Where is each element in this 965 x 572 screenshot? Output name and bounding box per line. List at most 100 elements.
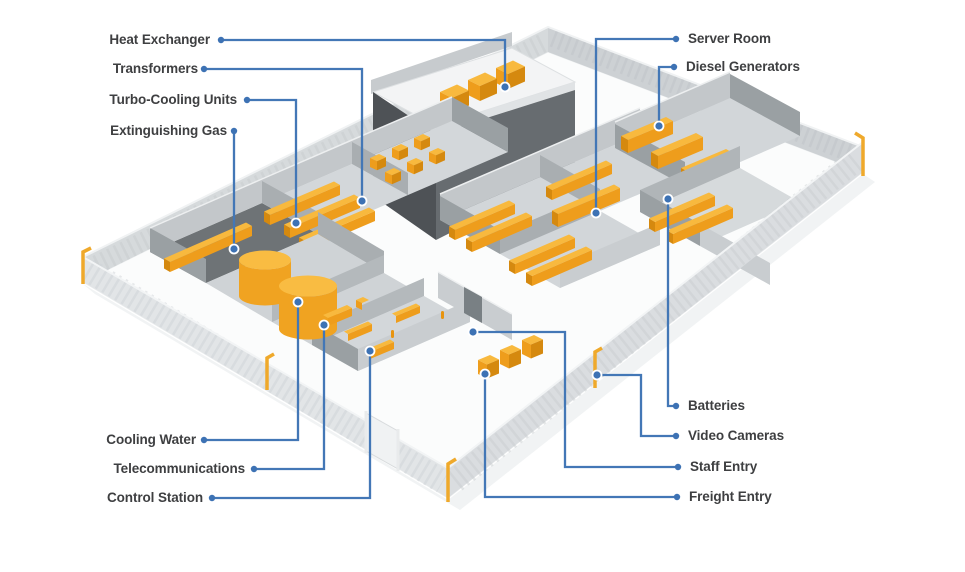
dot-freight-entry <box>479 368 491 380</box>
staff-entry-wall-top <box>437 271 513 315</box>
dot-batteries <box>662 193 674 205</box>
leader-diesel-generators <box>657 65 674 123</box>
callout-batteries: Batteries <box>688 398 745 413</box>
cooling-water-east-wall <box>318 212 384 273</box>
freight-entry-crates <box>478 335 543 379</box>
transformer-units <box>370 134 445 185</box>
server-room-wall-top <box>439 107 641 195</box>
dot-diesel-generators <box>653 120 665 132</box>
ground-shadow-right <box>448 174 875 510</box>
leader-control-station <box>212 354 372 500</box>
leader-video-cameras <box>600 373 676 438</box>
desk-fronts <box>348 306 420 359</box>
telecom-box-top <box>356 297 369 303</box>
dot-heat-exchanger <box>499 81 511 93</box>
dot-transformers <box>356 195 368 207</box>
left-wing-back-walls <box>150 97 452 252</box>
heat-exchanger-fronts <box>440 68 508 113</box>
leader-transformers <box>204 67 364 198</box>
callout-transformers: Transformers <box>112 61 198 76</box>
rack-fronts <box>455 164 620 286</box>
dot-telecommunications <box>318 319 330 331</box>
leader-cooling-water <box>204 305 300 442</box>
desk-tops <box>344 303 420 352</box>
entry-area <box>437 271 543 379</box>
camera-post-front-left <box>265 352 275 390</box>
control-station-desks <box>344 303 444 359</box>
dot-control-station <box>364 345 376 357</box>
leader-telecommunications <box>254 328 326 471</box>
callout-dots <box>200 35 682 502</box>
security-camera-posts <box>81 131 865 502</box>
label-dot-server-room <box>672 35 680 43</box>
person-figure-2 <box>441 311 444 319</box>
camera-post-east-corner <box>854 131 865 176</box>
label-dot-batteries <box>672 402 680 410</box>
crate-sides <box>487 339 543 379</box>
leader-freight-entry <box>483 377 677 499</box>
label-dot-diesel-generators <box>670 63 678 71</box>
battery-tops <box>649 192 733 234</box>
dot-cooling-water <box>292 296 304 308</box>
control-back-wall <box>312 278 424 345</box>
leader-heat-exchanger <box>221 38 507 84</box>
telecom-rack-top <box>323 305 352 318</box>
leader-lines <box>204 37 678 500</box>
battery-fronts <box>655 196 733 244</box>
camera-post-south-corner <box>446 457 457 502</box>
heat-exchanger-units <box>440 60 525 113</box>
diesel-generators-room <box>614 71 800 186</box>
dot-extinguishing-gas <box>228 243 240 255</box>
fence-back-right-slats <box>549 29 862 165</box>
callout-video-cameras: Video Cameras <box>688 428 785 443</box>
callout-heat-exchanger: Heat Exchanger <box>109 32 210 47</box>
dot-turbo-cooling <box>290 217 302 229</box>
generator-tops <box>621 117 733 172</box>
extinguishing-gas-duct <box>164 222 252 272</box>
telecom-rack-front <box>328 308 352 326</box>
ground-shadow-left <box>83 284 460 510</box>
battery-racks <box>649 192 733 244</box>
leader-staff-entry <box>476 330 678 469</box>
server-racks <box>449 160 620 286</box>
duct-cap <box>164 258 170 272</box>
label-dots <box>200 35 682 502</box>
duct-front <box>170 226 252 272</box>
fence-front-right <box>448 142 863 498</box>
label-dot-transformers <box>200 65 208 73</box>
label-dot-cooling-water <box>200 436 208 444</box>
vehicle-gate <box>364 411 400 471</box>
cooling-water-tank-2-top <box>279 275 337 297</box>
leader-turbo-cooling <box>247 98 298 220</box>
fence-front-left-slats <box>81 259 450 493</box>
duct-top <box>164 222 252 262</box>
label-dot-video-cameras <box>672 432 680 440</box>
heat-exchanger-sides <box>452 66 525 113</box>
dot-staff-entry <box>467 326 479 338</box>
label-dot-control-station <box>208 494 216 502</box>
cooling-water-tank-1-top <box>239 250 291 270</box>
person-figure-1 <box>391 330 394 338</box>
label-dot-heat-exchanger <box>217 36 225 44</box>
callout-freight-entry: Freight Entry <box>689 489 772 504</box>
front-left-rooms <box>206 212 470 371</box>
callout-turbo-cooling: Turbo-Cooling Units <box>109 92 237 107</box>
callout-extinguishing-gas: Extinguishing Gas <box>110 123 227 138</box>
callout-control-station: Control Station <box>107 490 203 505</box>
turbo-caps <box>264 211 305 251</box>
label-dot-freight-entry <box>673 493 681 501</box>
staff-entry-door <box>464 287 482 323</box>
dot-server-room <box>590 207 602 219</box>
cooling-water-tank-1-body <box>239 260 291 306</box>
label-dot-telecommunications <box>250 465 258 473</box>
rack-tops <box>449 160 620 276</box>
label-dot-turbo-cooling <box>243 96 251 104</box>
left-wing-wall-tops <box>149 96 453 229</box>
label-dot-staff-entry <box>674 463 682 471</box>
callout-server-room: Server Room <box>688 31 771 46</box>
dot-video-cameras <box>591 369 603 381</box>
server-rooms <box>439 107 700 288</box>
generator-caps <box>621 136 688 185</box>
